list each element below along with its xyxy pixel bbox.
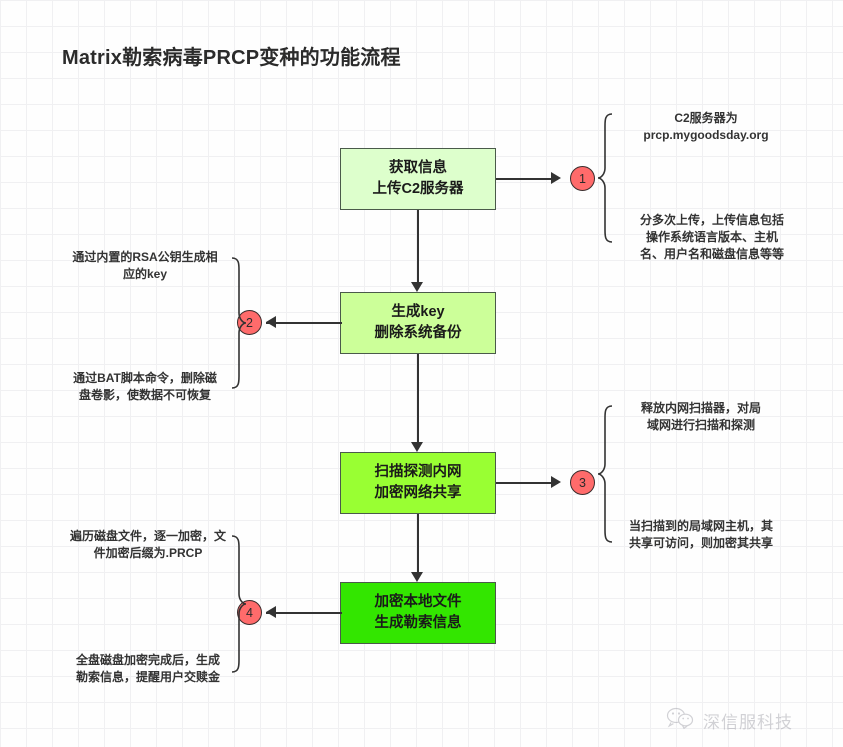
arrowhead-down-2 bbox=[411, 442, 423, 452]
connector-step-3-to-4 bbox=[417, 514, 419, 574]
brace-step-3 bbox=[596, 404, 616, 544]
note-step-4-lower: 全盘磁盘加密完成后，生成勒索信息，提醒用户交赎金 bbox=[75, 653, 220, 685]
connector-step-1-to-badge bbox=[496, 178, 558, 180]
connector-step-3-to-badge bbox=[496, 482, 558, 484]
process-box-step-3-line1: 扫描探测内网 bbox=[374, 463, 462, 480]
process-box-step-2-line2: 删除系统备份 bbox=[374, 325, 462, 341]
step-badge-1: 1 bbox=[570, 166, 595, 191]
process-box-step-3-line2: 加密网络共享 bbox=[374, 485, 462, 501]
note-step-1-lower: 分多次上传，上传信息包括操作系统语言版本、主机名、用户名和磁盘信息等等 bbox=[639, 213, 784, 262]
process-box-step-4: 加密本地文件 生成勒索信息 bbox=[340, 582, 496, 644]
page-title: Matrix勒索病毒PRCP变种的功能流程 bbox=[62, 47, 401, 69]
note-step-3-lower: 当扫描到的局域网主机，其共享可访问，则加密其共享 bbox=[628, 519, 773, 551]
process-box-step-2-line1: 生成key bbox=[391, 303, 445, 320]
note-step-3-upper: 释放内网扫描器，对局域网进行扫描和探测 bbox=[640, 401, 761, 433]
process-box-step-1: 获取信息 上传C2服务器 bbox=[340, 148, 496, 210]
note-step-2-upper: 通过内置的RSA公钥生成相应的key bbox=[72, 250, 218, 282]
arrowhead-left-2 bbox=[266, 316, 276, 328]
note-step-4-upper: 遍历磁盘文件，逐一加密，文件加密后缀为.PRCP bbox=[69, 529, 226, 561]
process-box-step-1-line1: 获取信息 bbox=[389, 159, 447, 176]
step-badge-4: 4 bbox=[237, 600, 262, 625]
connector-step-4-to-badge bbox=[266, 612, 342, 614]
watermark-label: 深信服科技 bbox=[703, 713, 793, 732]
note-step-2-lower: 通过BAT脚本命令，删除磁盘卷影，使数据不可恢复 bbox=[73, 371, 217, 403]
arrowhead-right-1 bbox=[551, 172, 561, 184]
connector-step-1-to-2 bbox=[417, 210, 419, 284]
arrowhead-down-1 bbox=[411, 282, 423, 292]
step-badge-2: 2 bbox=[237, 310, 262, 335]
brace-step-4 bbox=[228, 534, 248, 674]
wechat-logo-icon bbox=[665, 706, 695, 735]
process-box-step-2: 生成key 删除系统备份 bbox=[340, 292, 496, 354]
step-badge-3: 3 bbox=[570, 470, 595, 495]
process-box-step-4-line2: 生成勒索信息 bbox=[374, 615, 462, 631]
connector-step-2-to-badge bbox=[266, 322, 342, 324]
process-box-step-3: 扫描探测内网 加密网络共享 bbox=[340, 452, 496, 514]
arrowhead-right-3 bbox=[551, 476, 561, 488]
arrowhead-left-4 bbox=[266, 606, 276, 618]
connector-step-2-to-3 bbox=[417, 354, 419, 444]
process-box-step-1-line2: 上传C2服务器 bbox=[372, 181, 464, 197]
arrowhead-down-3 bbox=[411, 572, 423, 582]
brace-step-1 bbox=[596, 112, 616, 244]
watermark: 深信服科技 bbox=[665, 706, 793, 735]
process-box-step-4-line1: 加密本地文件 bbox=[374, 593, 462, 610]
brace-step-2 bbox=[228, 256, 248, 390]
